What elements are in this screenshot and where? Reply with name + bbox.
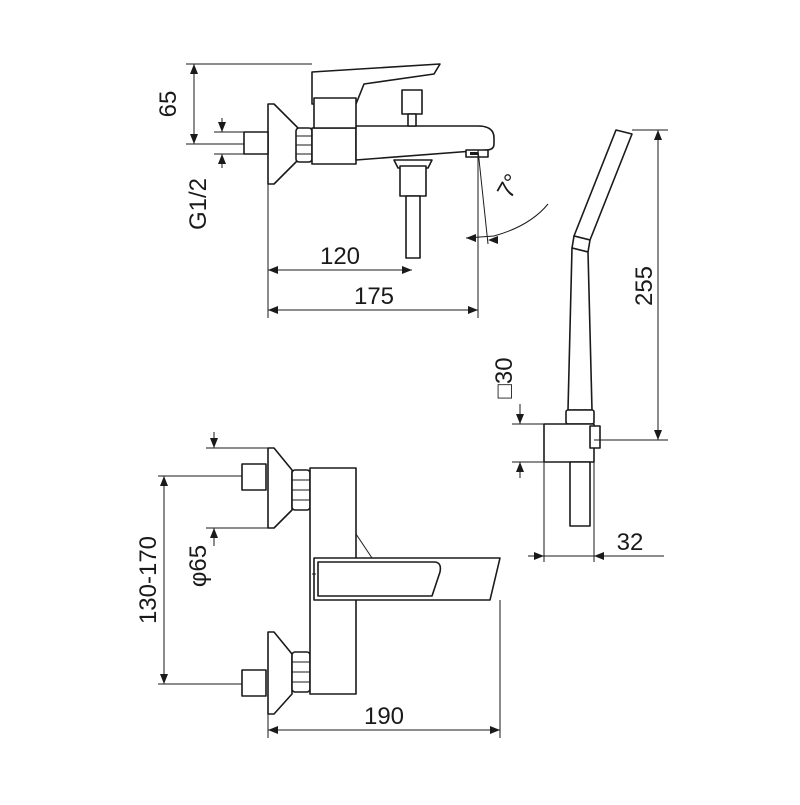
side-outlet-pipe <box>405 195 421 259</box>
side-diverter-stem <box>407 113 417 127</box>
dim-phi65: φ65 <box>185 545 212 587</box>
holder-bottom-pipe <box>569 461 591 527</box>
hand-shower-dimensions <box>512 129 668 562</box>
dim-g12: G1/2 <box>185 178 212 230</box>
front-eccentric-upper <box>241 463 267 491</box>
hand-shower-handle <box>567 247 593 411</box>
dim-32: 32 <box>617 529 644 556</box>
angle-tilt-line <box>477 149 489 245</box>
dim-130-170: 130-170 <box>135 536 162 624</box>
holder-clip <box>589 425 601 449</box>
side-outlet-nut <box>399 165 427 197</box>
side-lever <box>311 63 441 105</box>
front-lever <box>317 561 442 597</box>
side-body <box>311 127 357 165</box>
front-eccentric-lower <box>241 669 267 697</box>
side-view <box>243 63 549 259</box>
dim-65: 65 <box>155 91 182 118</box>
front-flange-upper <box>267 447 293 529</box>
side-aerator-slot <box>470 152 478 155</box>
front-dimensions <box>158 432 501 738</box>
dimension-labels: 65 G1/2 120 175 7° 255 □30 32 130-170 φ6… <box>135 91 658 730</box>
front-flange-lower <box>267 631 293 715</box>
side-cartridge <box>313 97 357 129</box>
dim-190: 190 <box>364 703 404 730</box>
dim-120: 120 <box>320 243 360 270</box>
dim-7deg: 7° <box>492 170 527 203</box>
hand-shower-head <box>573 129 633 241</box>
side-diverter-knob <box>401 89 423 115</box>
side-eccentric <box>243 131 269 155</box>
hand-shower-collar <box>565 409 595 425</box>
front-view <box>241 447 501 715</box>
dim-255: 255 <box>631 266 658 306</box>
dim-175: 175 <box>354 283 394 310</box>
side-wall-flange <box>267 103 299 185</box>
hand-shower-view <box>543 129 633 527</box>
angle-arc <box>465 203 549 239</box>
front-lever-edge <box>355 533 373 559</box>
holder-block <box>543 423 595 463</box>
dim-square30: □30 <box>491 357 518 398</box>
side-dimensions <box>186 63 479 318</box>
